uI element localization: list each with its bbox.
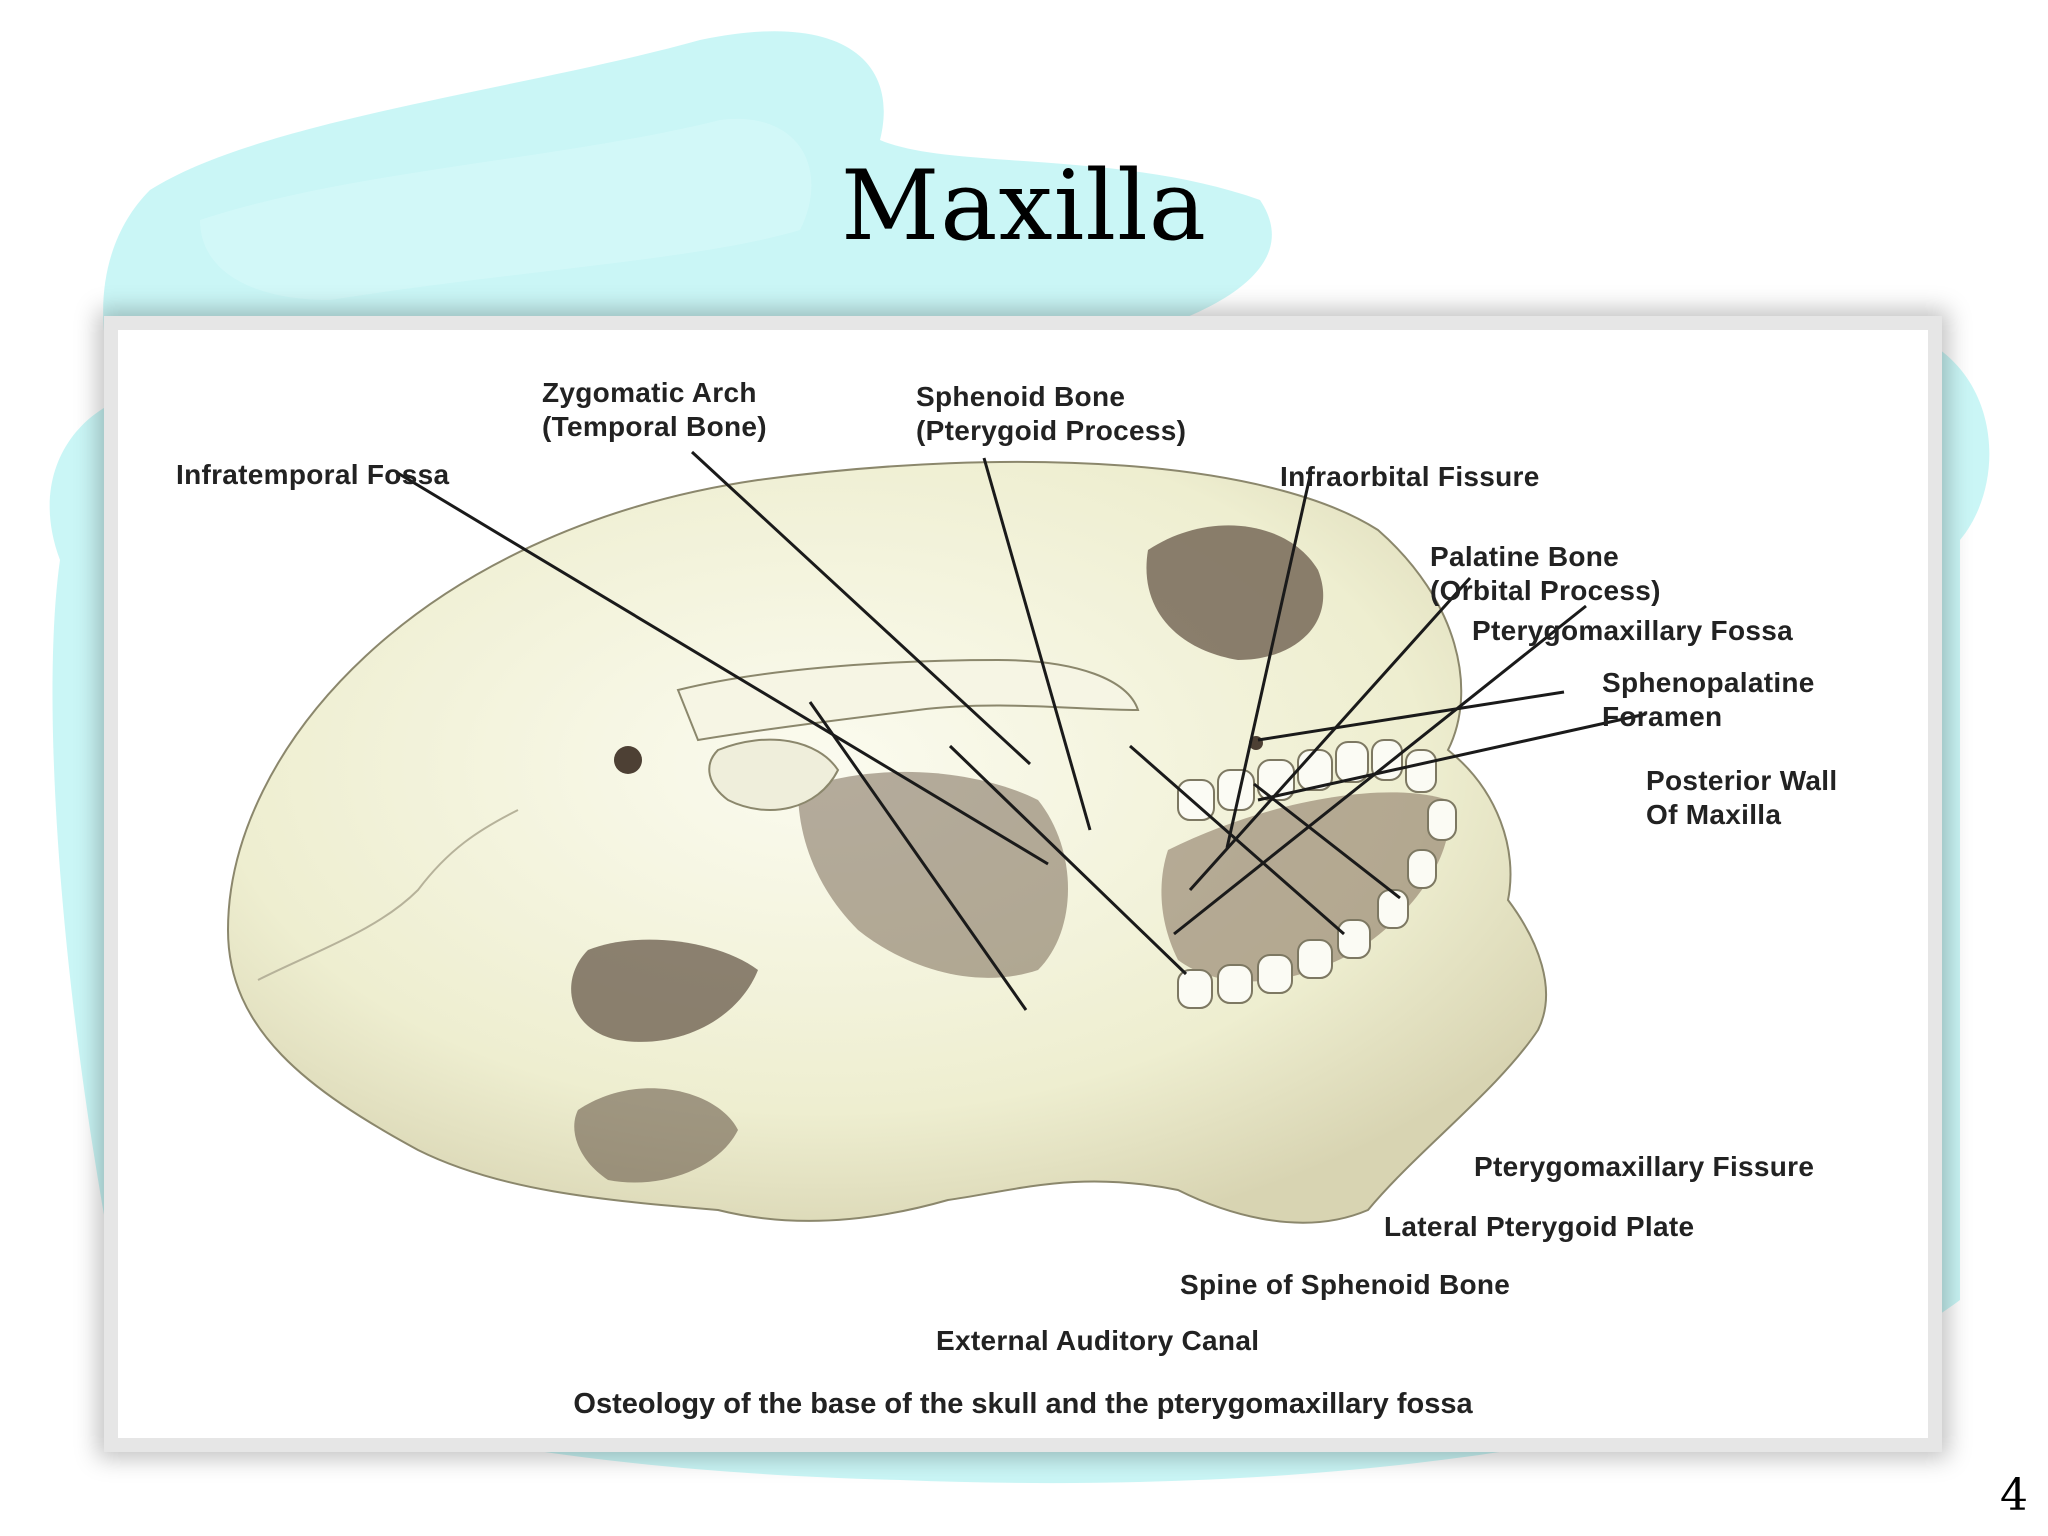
background-bone-highlight: [200, 118, 812, 301]
slide-title: Maxilla: [840, 150, 1207, 262]
leader-zygomatic-arch: [690, 450, 1032, 766]
leader-lateral-pterygoid-plate: [1129, 744, 1345, 936]
label-infraorbital-fissure: Infraorbital Fissure: [1280, 461, 1540, 492]
label-pterygomaxillary-fissure: Pterygomaxillary Fissure: [1474, 1151, 1815, 1182]
label-posterior-wall: Posterior Wall Of Maxilla: [1646, 765, 1838, 830]
foramen-magnum-shadow: [571, 939, 758, 1042]
upper-teeth: [1177, 739, 1457, 1009]
auditory-canal-hole: [614, 746, 642, 774]
leader-sphenopalatine-foramen: [1257, 690, 1565, 742]
label-sphenopalatine-foramen: Sphenopalatine Foramen: [1602, 667, 1815, 732]
leader-lines: [395, 450, 1647, 1011]
page-number: 4: [2000, 1470, 2028, 1521]
figure-caption: Osteology of the base of the skull and t…: [573, 1388, 1473, 1420]
label-infratemporal-fossa: Infratemporal Fossa: [176, 459, 450, 490]
suture-line: [257, 809, 519, 981]
label-external-auditory-canal: External Auditory Canal: [936, 1325, 1260, 1356]
orbit-cavity: [1146, 525, 1324, 660]
infratemporal-hollow: [708, 738, 840, 811]
leader-infraorbital-fissure: [1225, 475, 1312, 849]
label-spine-of-sphenoid: Spine of Sphenoid Bone: [1180, 1269, 1511, 1300]
zygomatic-arch-shape: [676, 658, 1140, 742]
label-palatine-bone: Palatine Bone (Orbital Process): [1430, 541, 1661, 606]
leader-infratemporal-fossa: [395, 470, 1049, 866]
leader-spine-of-sphenoid: [948, 744, 1188, 976]
leader-posterior-wall: [1257, 712, 1647, 802]
label-lateral-pterygoid-plate: Lateral Pterygoid Plate: [1384, 1211, 1695, 1242]
leader-external-auditory-canal: [808, 701, 1028, 1011]
leader-pterygomaxillary-fossa: [1173, 604, 1587, 936]
anatomy-figure: Zygomatic Arch (Temporal Bone) Sphenoid …: [118, 330, 1928, 1438]
leader-pterygomaxillary-fissure: [1253, 782, 1401, 900]
label-sphenoid-bone: Sphenoid Bone (Pterygoid Process): [916, 381, 1187, 446]
mastoid-shadow: [574, 1088, 738, 1183]
label-zygomatic-arch: Zygomatic Arch (Temporal Bone): [542, 377, 767, 442]
leader-sphenoid-bone: [982, 457, 1092, 831]
label-pterygomaxillary-fossa: Pterygomaxillary Fossa: [1472, 615, 1793, 646]
skull-illustration: [226, 450, 1647, 1224]
